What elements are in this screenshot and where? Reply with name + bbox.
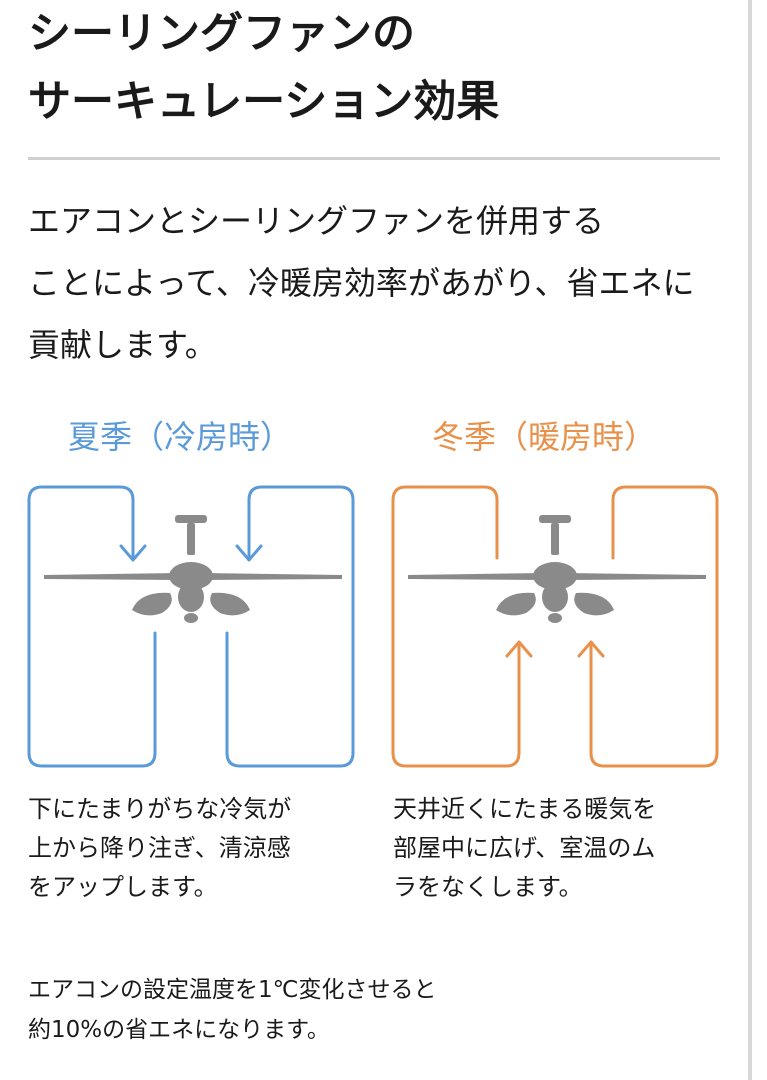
arrow-down-icon bbox=[119, 544, 147, 562]
intro-line-3: 貢献します。 bbox=[28, 326, 217, 364]
page-title-line-1: シーリングファンの bbox=[28, 9, 415, 59]
summer-airflow-right-loop bbox=[225, 485, 355, 768]
summer-desc-line-3: をアップします。 bbox=[28, 873, 218, 901]
energy-saving-note: エアコンの設定温度を1℃変化させると 約10%の省エネになります。 bbox=[28, 970, 436, 1050]
summer-desc-line-2: 上から降り注ぎ、清涼感 bbox=[28, 834, 291, 862]
summer-desc-line-1: 下にたまりがちな冷気が bbox=[28, 795, 292, 823]
note-line-2: 約10%の省エネになります。 bbox=[28, 1017, 330, 1043]
page-edge-rule bbox=[748, 0, 752, 1080]
winter-heading: 冬季（暖房時） bbox=[432, 418, 657, 456]
intro-line-2: ことによって、冷暖房効率があがり、省エネに bbox=[28, 264, 695, 302]
winter-airflow-diagram bbox=[391, 485, 719, 768]
title-divider bbox=[28, 157, 720, 160]
winter-airflow-right-loop bbox=[589, 485, 719, 768]
winter-desc-line-3: ラをなくします。 bbox=[393, 873, 583, 901]
intro-paragraph: エアコンとシーリングファンを併用する ことによって、冷暖房効率があがり、省エネに… bbox=[28, 190, 695, 376]
summer-airflow-diagram bbox=[27, 485, 355, 768]
arrow-up-icon bbox=[505, 640, 533, 658]
ceiling-fan-icon bbox=[408, 515, 706, 623]
summer-description: 下にたまりがちな冷気が 上から降り注ぎ、清涼感 をアップします。 bbox=[28, 790, 291, 907]
note-line-1: エアコンの設定温度を1℃変化させると bbox=[28, 977, 437, 1003]
ceiling-fan-icon bbox=[44, 515, 342, 623]
summer-airflow-left-loop bbox=[27, 485, 157, 768]
arrow-down-icon bbox=[235, 544, 263, 562]
arrow-up-icon bbox=[577, 640, 605, 658]
winter-desc-line-1: 天井近くにたまる暖気を bbox=[393, 795, 657, 823]
intro-line-1: エアコンとシーリングファンを併用する bbox=[28, 202, 605, 240]
summer-heading: 夏季（冷房時） bbox=[68, 418, 293, 456]
page-title-line-2: サーキュレーション効果 bbox=[28, 77, 500, 127]
page-title: シーリングファンの サーキュレーション効果 bbox=[28, 0, 499, 136]
winter-description: 天井近くにたまる暖気を 部屋中に広げ、室温のム ラをなくします。 bbox=[393, 790, 656, 907]
winter-desc-line-2: 部屋中に広げ、室温のム bbox=[393, 834, 656, 862]
winter-airflow-left-loop bbox=[391, 485, 521, 768]
